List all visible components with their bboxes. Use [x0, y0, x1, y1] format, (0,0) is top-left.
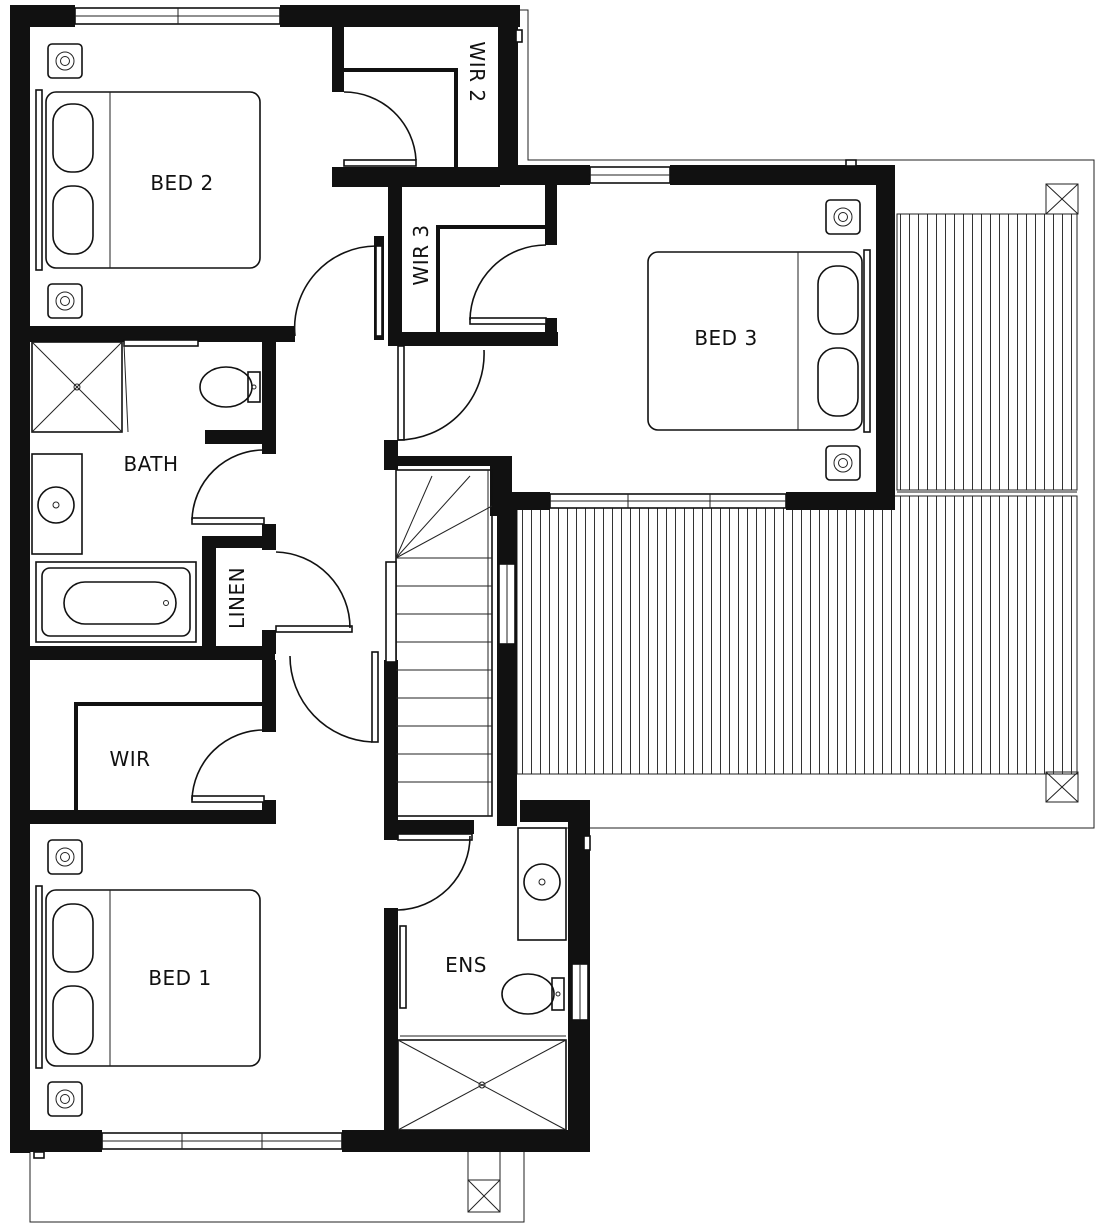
- room-label-wir: WIR: [109, 747, 150, 771]
- ensuite-fixtures: [397, 827, 567, 1131]
- room-label-wir-3: WIR 3: [409, 224, 433, 285]
- room-label-bath: BATH: [123, 452, 178, 476]
- bed-3-furniture: [647, 199, 871, 481]
- staircase: [385, 469, 493, 817]
- bed-1-furniture: [35, 839, 261, 1117]
- room-label-linen: LINEN: [225, 567, 249, 629]
- room-label-wir-2: WIR 2: [465, 41, 489, 102]
- front-balcony: [29, 1150, 525, 1223]
- room-label-ens: ENS: [445, 953, 487, 977]
- room-label-bed-3: BED 3: [694, 326, 757, 350]
- bath-fixtures: [31, 341, 261, 643]
- doors: [123, 91, 547, 1009]
- windows: [33, 7, 857, 1159]
- deck-area: [516, 213, 1078, 775]
- walls: [10, 5, 895, 1153]
- room-label-bed-1: BED 1: [148, 966, 211, 990]
- room-label-bed-2: BED 2: [150, 171, 213, 195]
- bed-2-furniture: [35, 43, 261, 319]
- room-labels: BED 2 WIR 2 WIR 3 BED 3 BATH LINEN WIR B…: [109, 41, 757, 990]
